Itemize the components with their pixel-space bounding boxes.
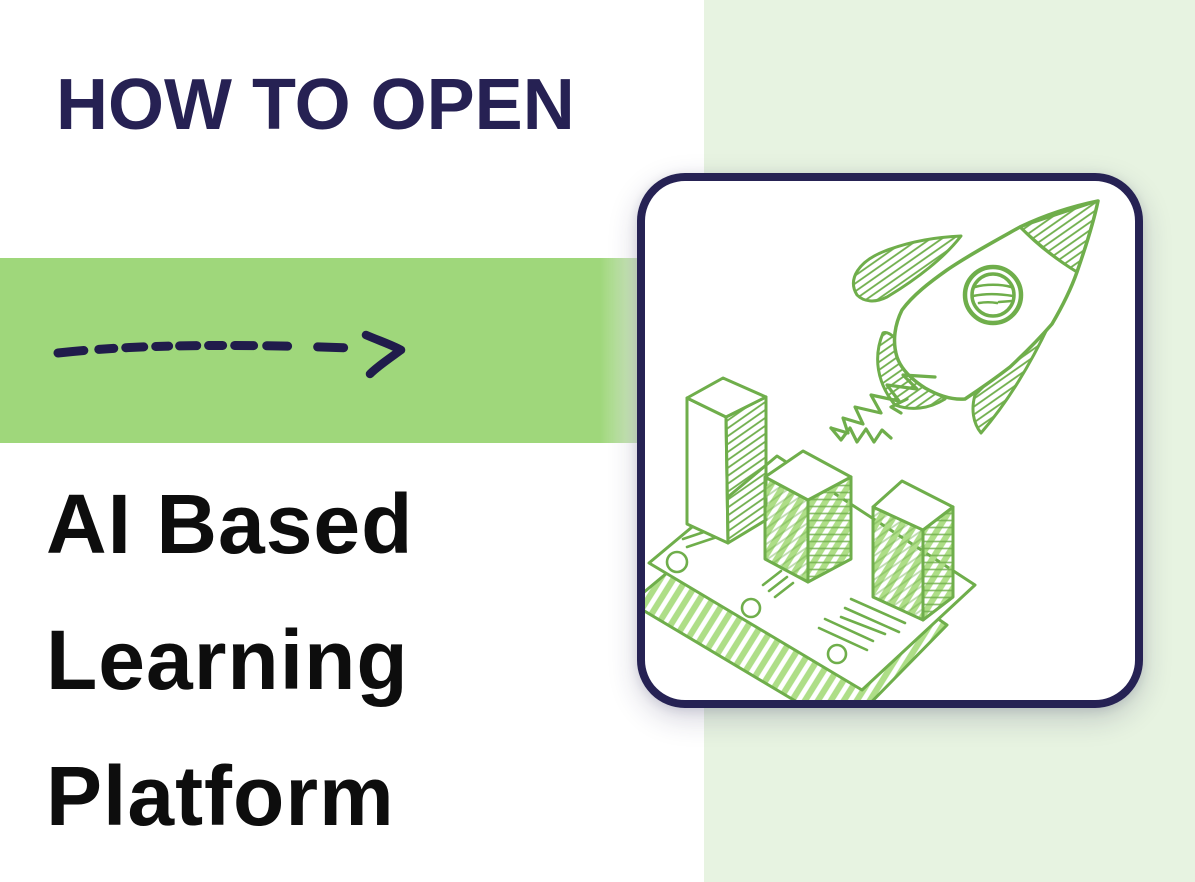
page-title: HOW TO OPEN — [56, 65, 575, 145]
headline-line-3: Platform — [46, 749, 395, 843]
flame-sketch — [829, 373, 937, 444]
dashed-arrow-icon — [53, 330, 406, 379]
rocket-sketch — [852, 199, 1100, 435]
bar-chart-sketch — [685, 376, 955, 622]
headline-line-1: AI Based — [46, 477, 414, 571]
green-band — [0, 258, 645, 443]
headline-line-2: Learning — [46, 613, 409, 707]
illustration-card — [637, 173, 1143, 708]
rocket-growth-illustration — [645, 199, 1100, 700]
headline: AI Based Learning Platform — [46, 456, 413, 864]
